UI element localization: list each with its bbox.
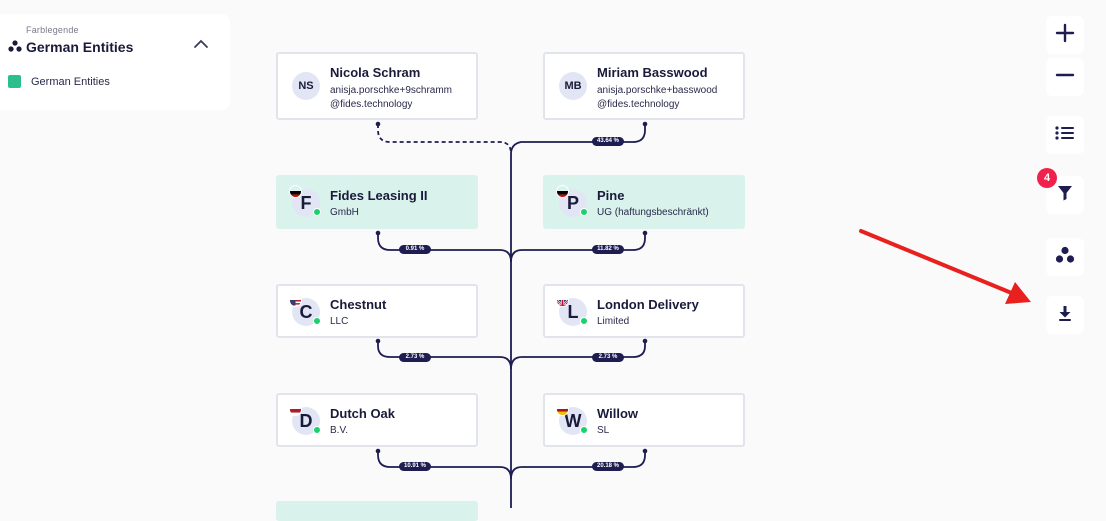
- germany-flag-icon: [556, 185, 569, 198]
- group-icon: [8, 39, 22, 55]
- status-dot: [313, 208, 321, 216]
- legend-title: German Entities: [8, 39, 133, 55]
- entity-legal-form: SL: [597, 425, 610, 436]
- ownership-percent-willow: 20.18 %: [592, 462, 624, 471]
- color-legend-panel: Farblegende German Entities German Entit…: [0, 14, 230, 110]
- download-icon: [1056, 304, 1074, 327]
- person-email-line2: @fides.technology: [597, 99, 680, 110]
- legend-swatch: [8, 75, 21, 88]
- legend-caption: Farblegende: [26, 25, 79, 35]
- avatar: P: [556, 185, 588, 217]
- ownership-percent-miriam: 43.64 %: [592, 137, 624, 146]
- legend-title-text: German Entities: [26, 39, 134, 55]
- filter-count-badge: 4: [1037, 168, 1057, 188]
- trunk-line: [510, 124, 646, 508]
- status-dot: [580, 208, 588, 216]
- avatar: MB: [559, 72, 587, 100]
- entity-name: London Delivery: [597, 297, 699, 312]
- avatar-initial: L: [567, 301, 579, 322]
- person-email-line2: @fides.technology: [330, 99, 413, 110]
- avatar-initial: C: [299, 301, 313, 322]
- person-name: Nicola Schram: [330, 65, 421, 80]
- edge-chestnut: [377, 341, 512, 370]
- status-dot: [580, 317, 588, 325]
- ownership-percent-dutch: 10.91 %: [399, 462, 431, 471]
- plus-icon: [1055, 23, 1075, 48]
- zoom-out-button[interactable]: [1046, 58, 1084, 96]
- avatar-initial: W: [564, 410, 582, 431]
- person-name: Miriam Basswood: [597, 65, 708, 80]
- person-email: anisja.porschke+9schramm @fides.technolo…: [330, 84, 452, 112]
- entity-card-london-delivery[interactable]: L London Delivery Limited: [543, 284, 745, 338]
- edge-dutch: [377, 451, 512, 480]
- status-dot: [313, 317, 321, 325]
- entity-card-chestnut[interactable]: C Chestnut LLC: [276, 284, 478, 338]
- download-button[interactable]: [1046, 296, 1084, 334]
- status-dot: [580, 426, 588, 434]
- status-dot: [313, 426, 321, 434]
- ownership-percent-london: 2.73 %: [592, 353, 624, 362]
- entity-card-fides-leasing[interactable]: F Fides Leasing II GmbH: [276, 175, 478, 229]
- ownership-percent-pine: 11.82 %: [592, 245, 624, 254]
- avatar-initial: D: [299, 410, 313, 431]
- group-icon: [1055, 246, 1075, 269]
- avatar-initial: F: [300, 192, 312, 213]
- edge-willow: [510, 451, 646, 480]
- group-legend-button[interactable]: [1046, 238, 1084, 276]
- chevron-up-icon: [190, 39, 212, 58]
- avatar: D: [289, 403, 321, 435]
- entity-name: Pine: [597, 188, 625, 203]
- filter-icon: [1056, 184, 1074, 207]
- person-email: anisja.porschke+basswood @fides.technolo…: [597, 84, 717, 112]
- ownership-percent-fides: 0.91 %: [399, 245, 431, 254]
- avatar: W: [556, 403, 588, 435]
- minus-icon: [1055, 65, 1075, 90]
- germany-flag-icon: [289, 185, 302, 198]
- zoom-in-button[interactable]: [1046, 16, 1084, 54]
- avatar-initial: P: [566, 192, 579, 213]
- edge-fides: [377, 233, 512, 263]
- entity-name: Fides Leasing II: [330, 188, 428, 203]
- person-email-line1: anisja.porschke+basswood: [597, 85, 718, 96]
- legend-collapse-button[interactable]: [190, 34, 212, 54]
- ownership-connectors: [375, 121, 648, 508]
- entity-legal-form: UG (haftungsbeschränkt): [597, 207, 709, 218]
- entity-name: Dutch Oak: [330, 406, 396, 421]
- list-view-button[interactable]: [1046, 116, 1084, 154]
- legend-item-label: German Entities: [31, 75, 110, 88]
- entity-legal-form: Limited: [597, 316, 630, 327]
- entity-legal-form: LLC: [330, 316, 349, 327]
- person-email-line1: anisja.porschke+9schramm: [330, 85, 452, 96]
- usa-flag-icon: [289, 294, 302, 307]
- person-card-miriam[interactable]: MB Miriam Basswood anisja.porschke+bassw…: [543, 52, 745, 120]
- entity-legal-form: B.V.: [330, 425, 348, 436]
- avatar: NS: [292, 72, 320, 100]
- edge-pine: [510, 233, 646, 263]
- entity-card-pine[interactable]: P Pine UG (haftungsbeschränkt): [543, 175, 745, 229]
- edge-london: [510, 341, 646, 370]
- spain-flag-icon: [556, 403, 569, 416]
- entity-name: Chestnut: [330, 297, 387, 312]
- person-card-nicola[interactable]: NS Nicola Schram anisja.porschke+9schram…: [276, 52, 478, 120]
- legend-item: German Entities: [8, 75, 110, 88]
- entity-legal-form: GmbH: [330, 207, 359, 218]
- avatar: C: [289, 294, 321, 326]
- avatar: F: [289, 185, 321, 217]
- uk-flag-icon: [556, 294, 569, 307]
- netherlands-flag-icon: [289, 403, 302, 416]
- entity-name: Willow: [597, 406, 639, 421]
- list-icon: [1055, 125, 1075, 146]
- edge-nicola: [377, 124, 512, 155]
- avatar: L: [556, 294, 588, 326]
- ownership-percent-chestnut: 2.73 %: [399, 353, 431, 362]
- entity-card-dutch-oak[interactable]: D Dutch Oak B.V.: [276, 393, 478, 447]
- annotation-arrow: [859, 229, 1031, 304]
- entity-card-willow[interactable]: W Willow SL: [543, 393, 745, 447]
